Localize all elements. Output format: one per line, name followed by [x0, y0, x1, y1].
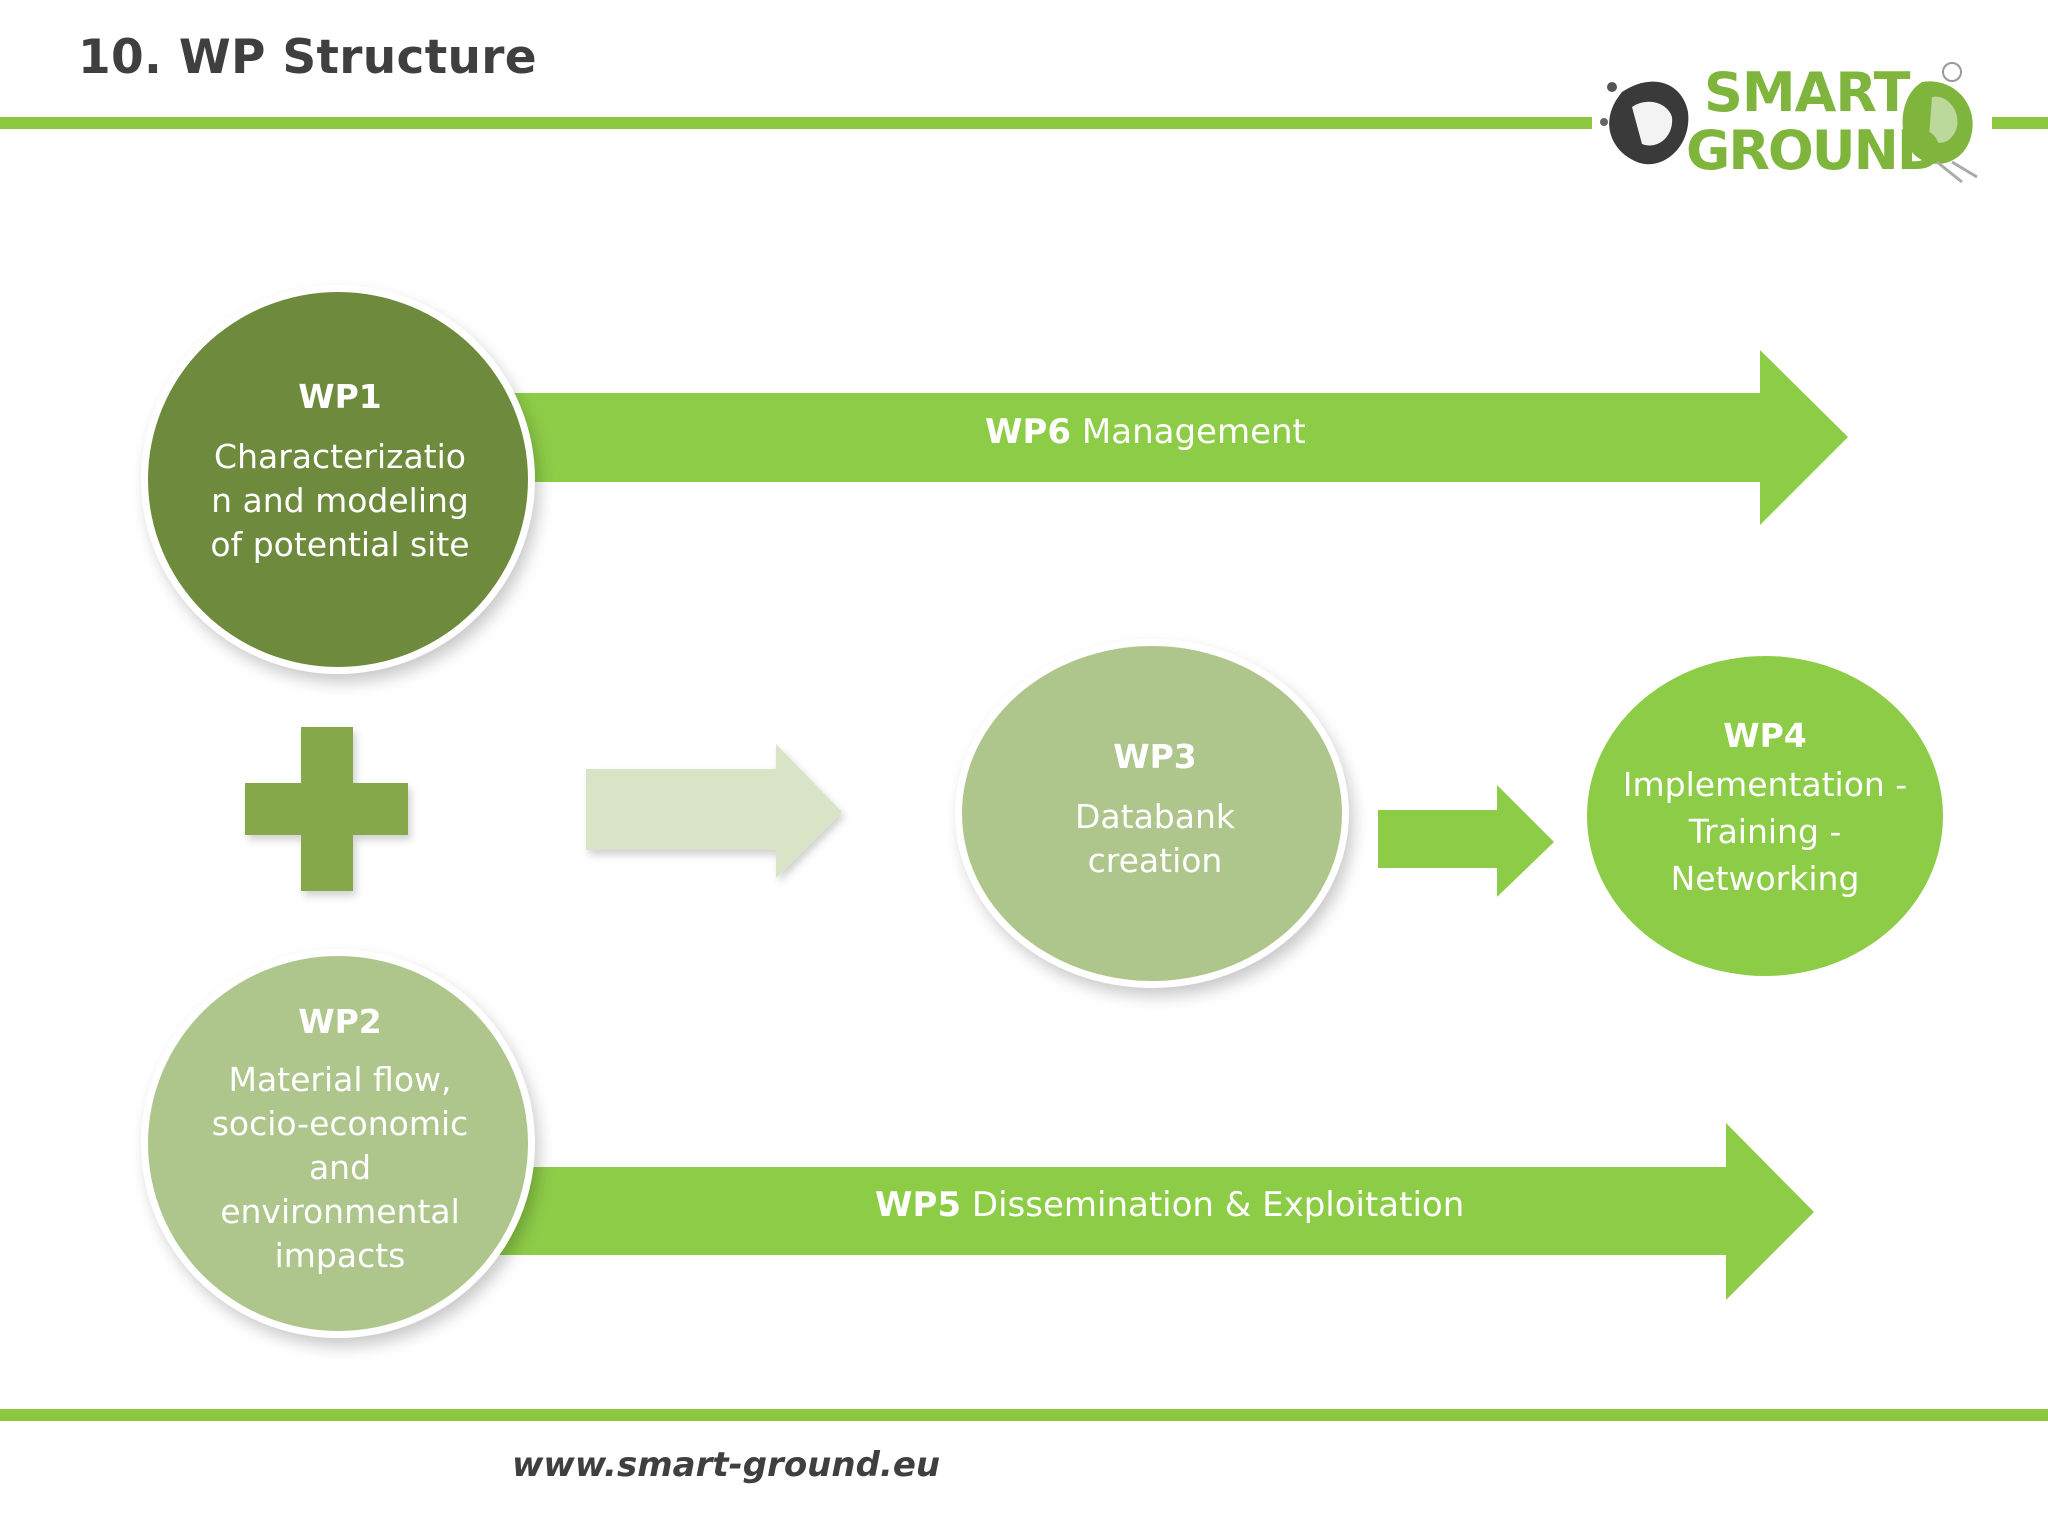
wp4-label: WP4 Implementation - Training - Networki… — [1590, 712, 1940, 902]
wp1-text-line: of potential site — [210, 525, 470, 564]
wp1-text-line: Characterizatio — [214, 437, 466, 476]
logo-globe-icon — [1600, 62, 1978, 184]
wp3-circle — [962, 646, 1342, 981]
wp2-circle — [148, 956, 528, 1331]
wp4-code: WP4 — [1723, 716, 1807, 755]
wp6-text: Management — [1081, 412, 1306, 452]
wp3-code: WP3 — [1113, 737, 1197, 776]
page-title: 10. WP Structure — [78, 30, 537, 85]
wp6-arrow — [500, 350, 1848, 525]
wp2-code: WP2 — [298, 1002, 382, 1041]
wp2-label: WP2 Material flow, socio-economic and en… — [170, 1000, 510, 1278]
wp1-circle — [148, 292, 528, 667]
wp5-code: WP5 — [875, 1185, 962, 1225]
wp1-label: WP1 Characterizatio n and modeling of po… — [170, 375, 510, 567]
plus-icon — [245, 727, 408, 891]
wp2-text-line: socio-economic — [211, 1104, 469, 1143]
arrow-right-icon — [1378, 785, 1554, 897]
wp2-text-line: Material flow, — [228, 1060, 452, 1099]
wp4-text-line: Implementation - — [1622, 765, 1908, 804]
wp6-code: WP6 — [985, 412, 1072, 452]
wp2-text-line: environmental — [220, 1192, 460, 1231]
wp4-text-line: Training - — [1688, 812, 1842, 851]
top-rule — [0, 117, 2048, 129]
logo-line-2: GROUND — [1686, 119, 1942, 182]
wp2-text-line: impacts — [274, 1236, 406, 1275]
wp5-arrow — [480, 1123, 1814, 1300]
wp3-text-line: Databank — [1075, 797, 1235, 836]
wp4-text-line: Networking — [1670, 859, 1860, 898]
wp1-text-line: n and modeling — [211, 481, 469, 520]
footer-url[interactable]: www.smart-ground.eu — [512, 1445, 941, 1485]
wp4-circle — [1587, 656, 1943, 976]
wp2-text-line: and — [308, 1148, 372, 1187]
arrow-right-icon — [586, 744, 842, 878]
logo-line-1: SMART — [1704, 61, 1910, 124]
wp5-label: WP5 Dissemination & Exploitation — [875, 1185, 1464, 1225]
wp5-text: Dissemination & Exploitation — [971, 1185, 1465, 1225]
wp1-code: WP1 — [298, 377, 382, 416]
smart-ground-logo: SMART GROUND — [1592, 52, 1992, 187]
wp3-label: WP3 Databank creation — [985, 735, 1325, 883]
wp3-text-line: creation — [1087, 841, 1223, 880]
wp6-label: WP6 Management — [985, 412, 1306, 452]
bottom-rule — [0, 1409, 2048, 1421]
